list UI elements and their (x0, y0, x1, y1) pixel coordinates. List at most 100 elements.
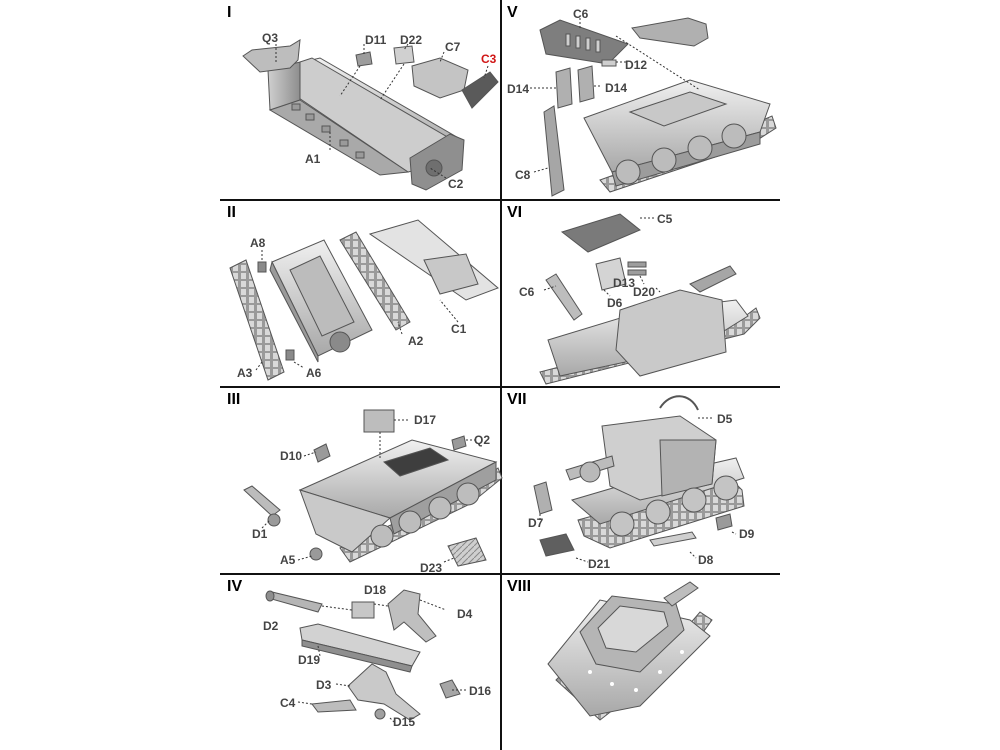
label-q3: Q3 (262, 31, 279, 45)
label-d6: D6 (607, 296, 623, 310)
step-number-4: IV (227, 578, 243, 595)
step-number-1: I (227, 4, 232, 21)
tank-v-compartment (628, 91, 728, 127)
label-c2: C2 (448, 177, 464, 191)
step-7-leader-lines (539, 417, 737, 563)
right-track (339, 231, 411, 331)
label-d14-right: D14 (605, 81, 628, 95)
part-d10 (313, 443, 331, 463)
label-d19: D19 (298, 653, 321, 667)
part-d1 (243, 485, 281, 517)
label-d16: D16 (469, 684, 492, 698)
label-d8: D8 (698, 553, 714, 567)
step-4-drawing (265, 589, 466, 723)
part-d22 (393, 45, 415, 65)
row-divider-1 (220, 199, 780, 201)
part-d9 (715, 513, 733, 531)
step-2-leader-lines (255, 250, 459, 371)
step-8-drawing (547, 581, 713, 721)
step-4-leader-lines (297, 599, 466, 723)
label-d17: D17 (414, 413, 437, 427)
part-d12 (601, 59, 617, 67)
label-d1: D1 (252, 527, 268, 541)
part-d21 (539, 533, 575, 557)
label-d7: D7 (528, 516, 544, 530)
step-1-leader-lines (275, 43, 489, 179)
label-d9: D9 (739, 527, 755, 541)
suspension-pegs (291, 103, 365, 159)
step-7-drawing (533, 395, 745, 563)
label-d12: D12 (625, 58, 648, 72)
tank-hull-front (299, 489, 391, 553)
engine-deck-hatch (382, 447, 450, 477)
part-q2 (451, 435, 467, 451)
label-c6-v: C6 (573, 7, 589, 21)
label-c3: C3 (481, 52, 497, 66)
part-d19-rail (301, 639, 413, 673)
part-c4 (311, 699, 357, 713)
tank-viii-interior (597, 605, 669, 653)
label-q2: Q2 (474, 433, 491, 447)
hull-box-inner (289, 255, 355, 337)
part-d17 (363, 409, 395, 433)
part-d4 (387, 589, 437, 643)
label-d14-left: D14 (507, 82, 530, 96)
row-divider-3 (220, 573, 780, 575)
step-number-6: VI (507, 204, 523, 221)
label-d13: D13 (613, 276, 636, 290)
part-d19-cradle (299, 623, 421, 667)
part-c3 (461, 71, 499, 109)
step-number-5: V (507, 4, 518, 21)
part-d2-barrel (267, 591, 323, 613)
step-5-drawing (530, 17, 777, 197)
step-6-drawing (539, 213, 761, 385)
road-wheels (370, 482, 480, 548)
label-c6-vi: C6 (519, 285, 535, 299)
step-number-7: VII (507, 391, 527, 408)
tank-vi-superstructure (615, 289, 727, 377)
part-d5-antenna (659, 395, 699, 411)
label-c5: C5 (657, 212, 673, 226)
label-d18: D18 (364, 583, 387, 597)
label-d21: D21 (588, 557, 611, 571)
left-track (229, 259, 285, 381)
label-a5: A5 (280, 553, 296, 567)
label-a6: A6 (306, 366, 322, 380)
step-5-leader-lines (530, 18, 701, 173)
tank-vii-superstructure-side (659, 439, 717, 497)
part-c6-panel (539, 19, 629, 65)
center-divider (500, 0, 502, 750)
part-d8 (649, 531, 697, 547)
part-d15 (374, 708, 386, 720)
label-a2: A2 (408, 334, 424, 348)
part-d18 (351, 601, 375, 619)
part-c1-plate (423, 253, 479, 295)
hull-box-side (269, 260, 319, 363)
step-number-3: III (227, 391, 241, 408)
tank-vi-gun (689, 265, 737, 293)
part-d11 (355, 51, 373, 67)
part-d14-left (555, 67, 573, 109)
label-d15: D15 (393, 715, 416, 729)
step-number-2: II (227, 204, 236, 221)
part-d3 (347, 663, 421, 721)
label-a8: A8 (250, 236, 266, 250)
label-c1: C1 (451, 322, 467, 336)
label-c7: C7 (445, 40, 461, 54)
row-divider-2 (220, 386, 780, 388)
gun-on-top (631, 17, 709, 47)
label-a3: A3 (237, 366, 253, 380)
label-c8: C8 (515, 168, 531, 182)
label-d5: D5 (717, 412, 733, 426)
label-d20: D20 (633, 285, 656, 299)
step-3-drawing (243, 409, 503, 567)
part-d23 (447, 537, 487, 567)
part-d16 (439, 679, 461, 699)
tank-viii-rivets (588, 650, 684, 692)
part-c8 (543, 105, 565, 197)
part-c5 (560, 213, 641, 253)
label-d11: D11 (365, 33, 387, 47)
step-3-leader-lines (261, 419, 476, 563)
